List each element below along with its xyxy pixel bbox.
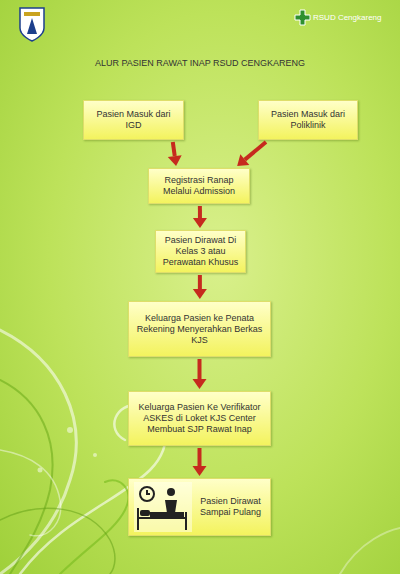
process-box: Pasien Masuk dari Poliklinik [258, 100, 358, 140]
logo-text: RSUD Cengkareng [313, 13, 381, 22]
box-text: Keluarga Pasien Ke Verifikator ASKES di … [135, 402, 264, 435]
flow-arrow [168, 142, 182, 166]
box-text: Pasien Dirawat Di Kelas 3 atau Perawatan… [162, 235, 239, 268]
arrow-shaft [173, 142, 175, 156]
flow-arrow [193, 206, 207, 228]
arrow-head [168, 155, 182, 166]
arrow-head [193, 379, 207, 389]
process-box: Pasien Masuk dari IGD [83, 100, 184, 140]
process-box: Keluarga Pasien Ke Verifikator ASKES di … [128, 391, 271, 446]
arrow-shaft [198, 448, 202, 466]
arrow-shaft [245, 142, 266, 160]
flow-arrow [193, 359, 207, 389]
box-text: Pasien Dirawat Sampai Pulang [197, 496, 264, 518]
flow-arrow [193, 275, 207, 299]
arrow-shaft [198, 206, 202, 218]
box-text: Pasien Masuk dari IGD [90, 109, 177, 131]
process-box: Pasien Dirawat Di Kelas 3 atau Perawatan… [155, 230, 246, 273]
process-box: Keluarga Pasien ke Penata Rekening Menye… [128, 301, 271, 357]
arrow-shaft [198, 275, 202, 289]
arrow-head [193, 218, 207, 228]
arrow-shaft [198, 359, 202, 379]
arrow-head [237, 154, 249, 166]
process-box: Registrasi Ranap Melalui Admission [148, 168, 250, 204]
process-box: Pasien Dirawat Sampai Pulang [128, 478, 271, 536]
arrow-head [193, 466, 207, 476]
box-text: Keluarga Pasien ke Penata Rekening Menye… [135, 313, 264, 346]
box-text: Pasien Masuk dari Poliklinik [265, 109, 351, 131]
box-text: Registrasi Ranap Melalui Admission [155, 175, 243, 197]
flow-arrow [193, 448, 207, 476]
flow-arrow [237, 142, 266, 166]
arrow-head [193, 289, 207, 299]
diagram-title: ALUR PASIEN RAWAT INAP RSUD CENGKARENG [0, 58, 400, 68]
